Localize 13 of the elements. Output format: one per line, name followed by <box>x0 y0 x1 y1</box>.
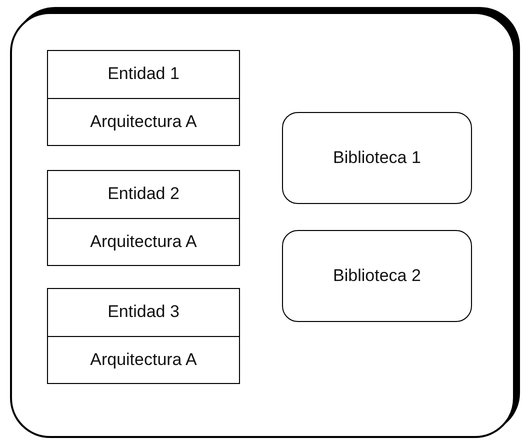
entity-box <box>47 288 240 384</box>
library-name: Biblioteca 2 <box>333 266 421 286</box>
architecture-name: Arquitectura A <box>48 98 239 145</box>
library-name: Biblioteca 1 <box>333 148 421 168</box>
library-box <box>282 112 472 204</box>
entity-box <box>47 50 240 146</box>
entity-name: Entidad 1 <box>106 63 180 86</box>
architecture-name: Arquitectura A <box>48 336 239 383</box>
architecture-name: Arquitectura A <box>48 218 239 265</box>
entity-name: Entidad 2 <box>106 183 180 206</box>
library-box <box>282 230 472 322</box>
entity-box <box>47 170 240 266</box>
entity-name: Entidad 3 <box>106 301 180 324</box>
